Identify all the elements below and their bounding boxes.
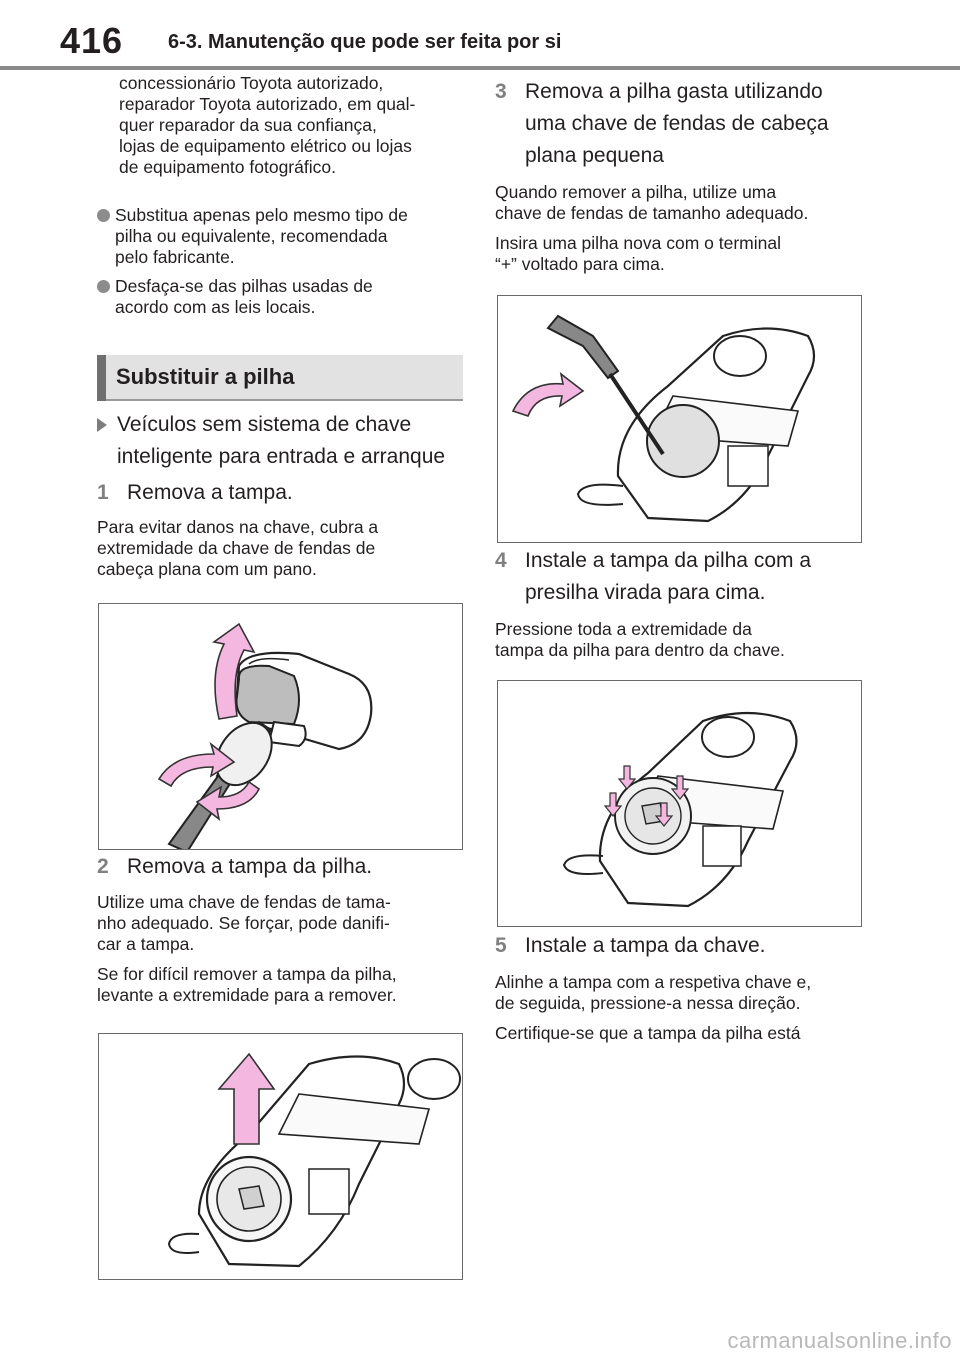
step-title: Instale a tampa da pilha com a presilha …	[525, 549, 812, 604]
step-description: Quando remover a pilha, utilize uma chav…	[495, 182, 809, 223]
step-2: 2 Remova a tampa da pilha. Utilize uma c…	[97, 851, 467, 1006]
step-title: Remova a pilha gasta utilizando uma chav…	[525, 80, 829, 167]
step-description: Pressione toda a extremidade da tampa da…	[495, 619, 785, 660]
bullet-icon	[97, 280, 110, 293]
triangle-bullet-icon	[97, 418, 107, 432]
section-heading: Substituir a pilha	[97, 355, 463, 401]
section-heading-text: Substituir a pilha	[116, 364, 295, 389]
step-description: Para evitar danos na chave, cubra a extr…	[97, 517, 379, 579]
step-title: Remova a tampa da pilha.	[127, 855, 373, 878]
step-number: 2	[97, 855, 109, 878]
header-divider	[0, 66, 960, 70]
figure-remove-battery	[497, 295, 862, 543]
page-number: 416	[60, 20, 124, 61]
step-description: Utilize uma chave de fendas de tama- nho…	[97, 892, 391, 954]
step-5: 5 Instale a tampa da chave. Alinhe a tam…	[495, 930, 865, 1044]
step-note: Certifique-se que a tampa da pilha está	[495, 1023, 801, 1043]
watermark: carmanualsonline.info	[727, 1328, 952, 1353]
bullet-list: Substitua apenas pelo mesmo tipo de pilh…	[97, 205, 467, 326]
section-title: 6-3. Manutenção que pode ser feita por s…	[168, 31, 562, 53]
bullet-item: Desfaça-se das pilhas usadas de acordo c…	[97, 276, 467, 318]
step-4: 4 Instale a tampa da pilha com a presilh…	[495, 545, 865, 661]
step-note: Insira uma pilha nova com o terminal “+”…	[495, 233, 781, 274]
step-number: 4	[495, 549, 507, 572]
bullet-icon	[97, 209, 110, 222]
step-note: Se for difícil remover a tampa da pilha,…	[97, 964, 397, 1005]
step-1: 1 Remova a tampa. Para evitar danos na c…	[97, 477, 467, 580]
figure-remove-cover	[98, 603, 463, 850]
step-number: 5	[495, 934, 507, 957]
step-number: 3	[495, 80, 507, 103]
step-3: 3 Remova a pilha gasta utilizando uma ch…	[495, 76, 865, 275]
heading-accent-bar	[97, 355, 106, 401]
figure-install-battery-cover	[497, 680, 862, 927]
figure-remove-battery-cover	[98, 1033, 463, 1280]
step-title: Instale a tampa da chave.	[525, 934, 766, 957]
step-number: 1	[97, 481, 109, 504]
subheading: Veículos sem sistema de chave inteligent…	[97, 409, 467, 473]
step-title: Remova a tampa.	[127, 481, 293, 504]
intro-paragraph: concessionário Toyota autorizado, repara…	[119, 73, 416, 177]
bullet-item: Substitua apenas pelo mesmo tipo de pilh…	[97, 205, 467, 268]
step-description: Alinhe a tampa com a respetiva chave e, …	[495, 972, 812, 1013]
